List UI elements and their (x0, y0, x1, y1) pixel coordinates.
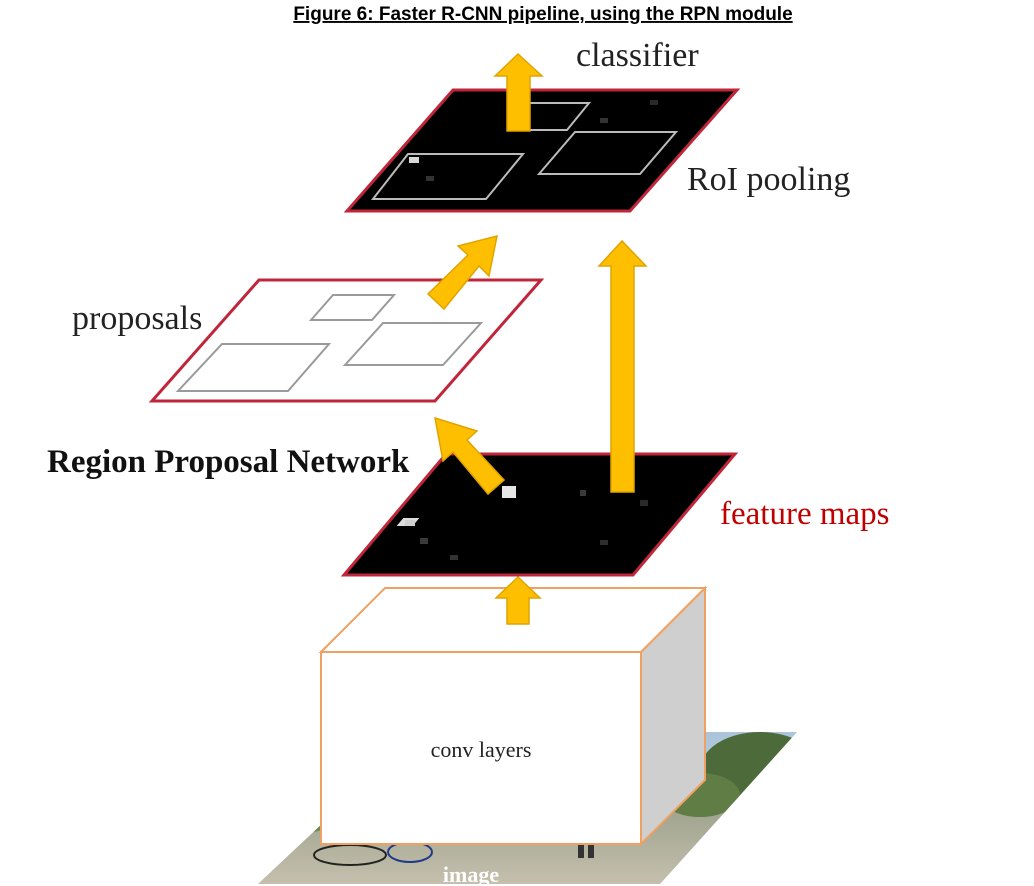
roi-pooling-label: RoI pooling (687, 161, 850, 198)
proposal-box (308, 294, 397, 321)
conv-layers-block: conv layers (318, 585, 708, 847)
proposals-label: proposals (72, 300, 202, 337)
feature-maps-label: feature maps (720, 496, 890, 532)
roi-box (536, 131, 679, 175)
proposal-box (175, 343, 332, 392)
proposals-plane: proposals (72, 278, 545, 403)
feature-maps-panel (340, 452, 739, 577)
conv-layers-label: conv layers (431, 737, 532, 762)
feature-maps-plane: feature maps (340, 452, 890, 577)
arrow-roi-to-classifier (493, 52, 544, 132)
arrow-conv-to-feature-maps (494, 575, 542, 625)
arrow-feature-maps-to-roi (597, 239, 648, 493)
rpn-label: Region Proposal Network (47, 444, 410, 480)
arrow-rpn-to-proposals (434, 416, 506, 496)
classifier-label: classifier (576, 37, 699, 74)
roi-pooling-panel (343, 88, 741, 213)
image-label: image (443, 862, 499, 886)
proposals-panel (148, 278, 545, 403)
figure-caption: Figure 6: Faster R-CNN pipeline, using t… (293, 4, 792, 25)
proposal-box (342, 322, 484, 366)
roi-pooling-plane: RoI pooling (343, 88, 850, 213)
arrow-proposals-to-roi (426, 234, 498, 311)
conv-block-front (320, 651, 642, 845)
roi-box (370, 153, 526, 200)
